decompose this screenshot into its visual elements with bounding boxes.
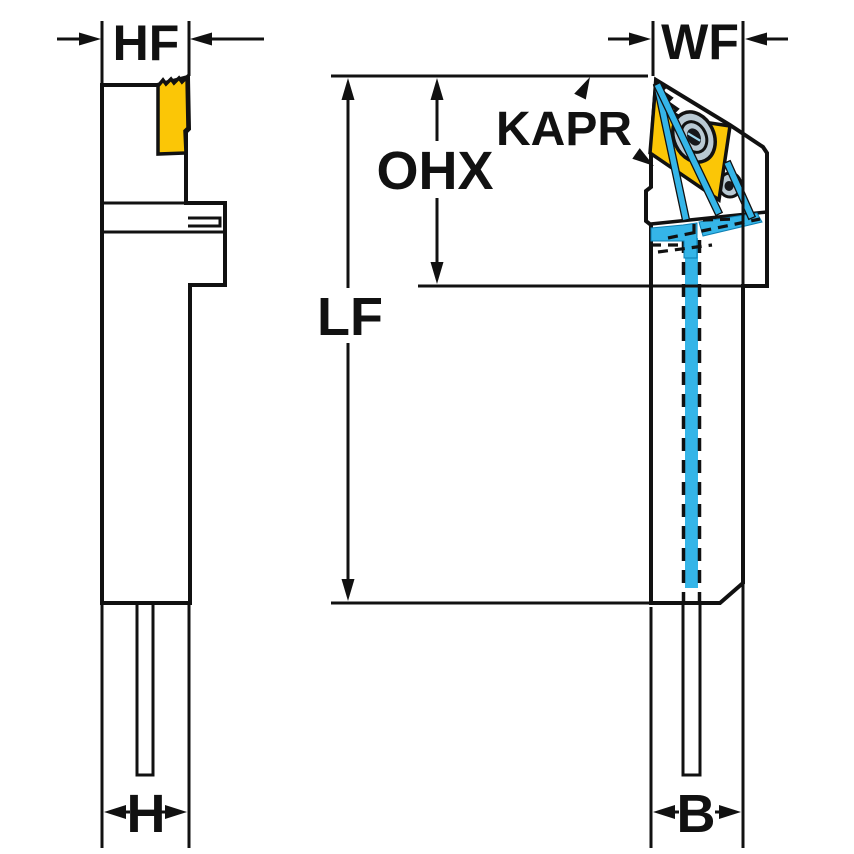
insert-screw xyxy=(671,110,717,164)
side-view xyxy=(100,72,227,777)
dimension-h: H xyxy=(100,603,191,848)
b-label: B xyxy=(677,784,716,844)
dimension-hf: HF xyxy=(57,15,264,84)
wf-label: WF xyxy=(661,14,739,70)
ohx-label: OHX xyxy=(376,141,493,201)
lf-arrowhead-bottom xyxy=(341,579,355,601)
insert-screw-highlight xyxy=(687,132,701,142)
lf-label: LF xyxy=(317,287,383,347)
side-view-blade xyxy=(135,601,155,777)
dimension-ohx: OHX xyxy=(376,78,651,288)
coolant-jet-middle xyxy=(653,81,724,217)
dimension-b: B xyxy=(649,583,745,848)
side-view-slot xyxy=(188,216,222,228)
manifold-hidden-line-3 xyxy=(702,217,738,222)
annotation-kapr: KAPR xyxy=(331,74,654,166)
coolant-elbow xyxy=(650,222,698,259)
coolant-channel xyxy=(685,238,698,588)
h-arrowhead-left xyxy=(104,805,126,819)
dimension-lf: LF xyxy=(317,78,651,605)
kapr-arrowhead-upper xyxy=(574,77,590,100)
manifold-hidden-line-5 xyxy=(657,243,713,254)
b-arrowhead-left xyxy=(653,805,675,819)
shim-screw-center xyxy=(724,181,734,191)
h-arrowhead-right xyxy=(165,805,187,819)
wf-arrowhead-right xyxy=(745,32,767,46)
hf-arrowhead-right xyxy=(190,32,212,46)
front-view-body xyxy=(644,76,769,605)
h-label: H xyxy=(127,784,166,844)
hf-arrowhead-left xyxy=(79,32,101,46)
side-view-body xyxy=(100,74,227,605)
lf-arrowhead-top xyxy=(341,78,355,100)
ohx-arrowhead-top xyxy=(430,78,444,100)
kapr-label: KAPR xyxy=(496,103,632,156)
hf-label: HF xyxy=(113,15,180,71)
side-view-insert xyxy=(156,72,190,156)
kapr-arrowhead-lower xyxy=(632,148,654,166)
coolant-jet-right xyxy=(722,159,757,221)
b-arrowhead-right xyxy=(719,805,741,819)
wf-arrowhead-left xyxy=(629,32,651,46)
front-view xyxy=(644,76,769,777)
ohx-arrowhead-bottom xyxy=(430,262,444,284)
front-view-blade xyxy=(681,601,702,777)
dimension-wf: WF xyxy=(608,14,788,286)
